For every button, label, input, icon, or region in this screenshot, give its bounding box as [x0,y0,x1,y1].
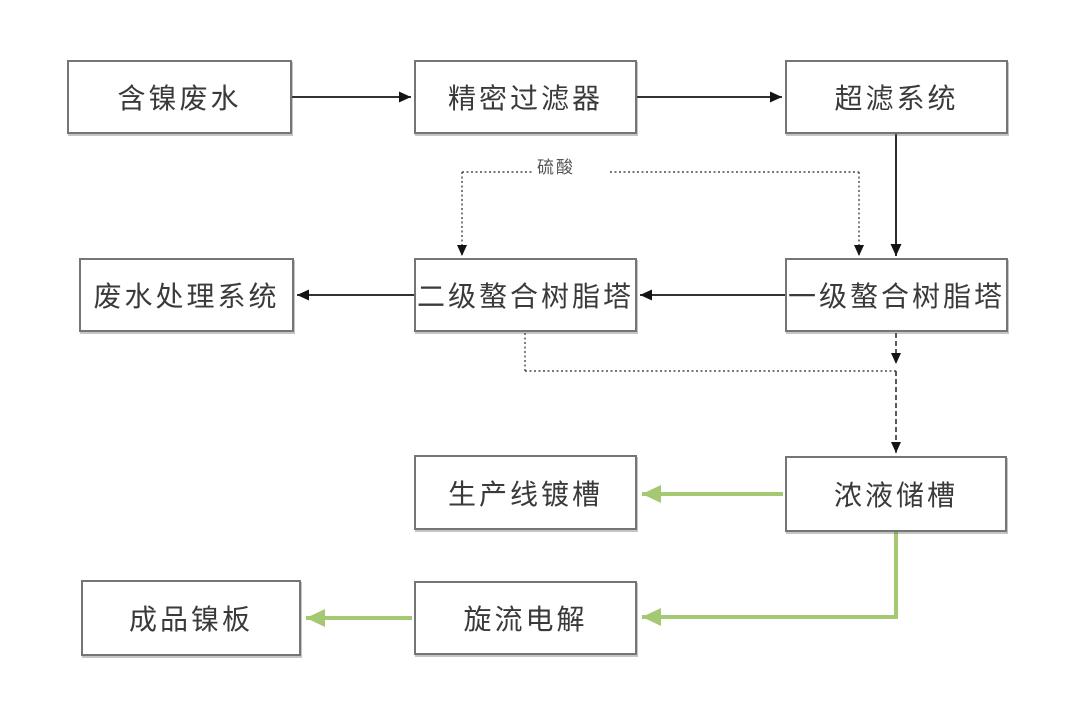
node-nickel-wastewater-label: 含镍废水 [117,82,242,115]
node-concentrate-storage-tank-label: 浓液储槽 [833,479,958,512]
node-precision-filter-label: 精密过滤器 [447,82,603,115]
node-production-line-plating-tank-label: 生产线镀槽 [447,477,603,511]
node-ultrafiltration-system-label: 超滤系统 [834,82,959,115]
node-secondary-chelating-resin-tower-label: 二级螯合树脂塔 [416,280,634,313]
green-arrow-tank-to-electrolysis [642,532,898,626]
node-cyclone-electrolysis: 旋流电解 [414,581,637,655]
node-finished-nickel-plate-label: 成品镍板 [128,603,253,636]
node-cyclone-electrolysis-label: 旋流电解 [463,603,588,636]
node-ultrafiltration-system: 超滤系统 [785,60,1008,134]
sulfuric-acid-edge-label: 硫酸 [537,158,575,178]
node-primary-chelating-resin-tower: 一级螯合树脂塔 [785,258,1008,332]
node-wastewater-treatment-system-label: 废水处理系统 [93,280,280,313]
node-secondary-chelating-resin-tower: 二级螯合树脂塔 [414,258,637,332]
node-precision-filter: 精密过滤器 [414,60,637,134]
node-finished-nickel-plate: 成品镍板 [81,580,301,656]
node-concentrate-storage-tank: 浓液储槽 [785,456,1007,532]
node-nickel-wastewater: 含镍废水 [67,60,292,134]
node-primary-chelating-resin-tower-label: 一级螯合树脂塔 [787,280,1005,313]
node-wastewater-treatment-system: 废水处理系统 [79,258,294,332]
node-production-line-plating-tank: 生产线镀槽 [414,455,637,530]
